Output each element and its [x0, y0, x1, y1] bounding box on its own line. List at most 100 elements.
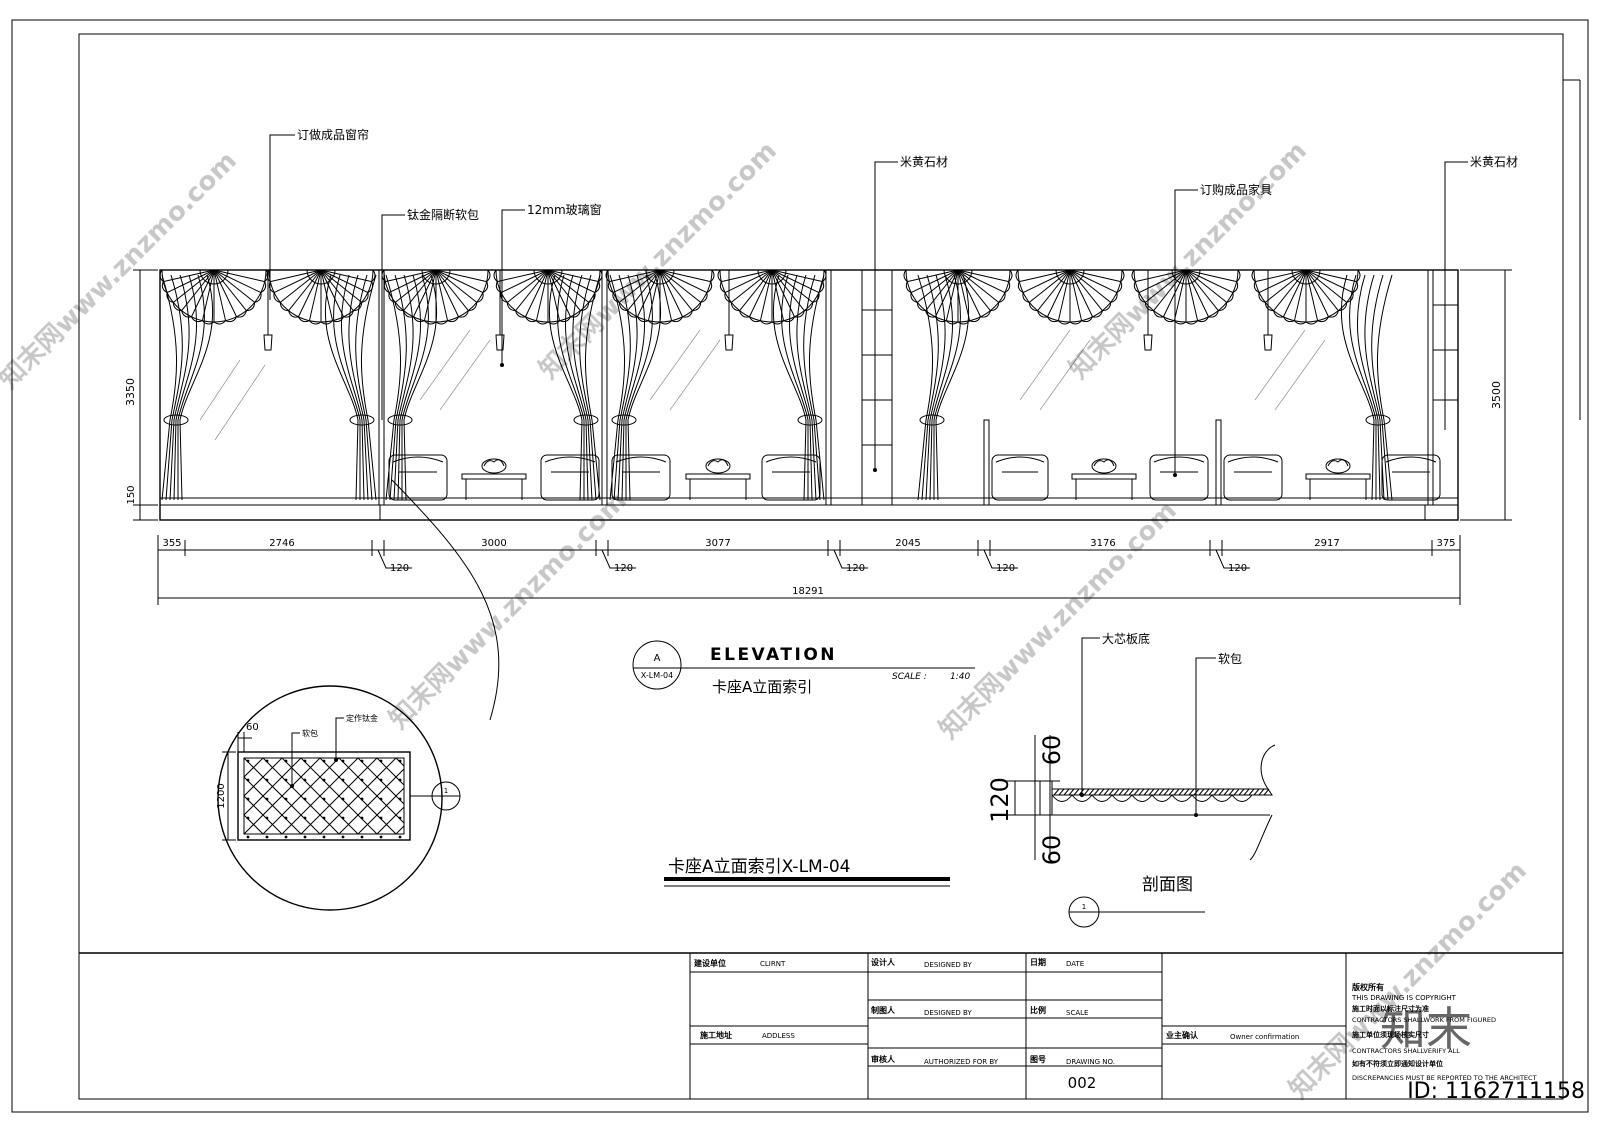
- valance-fan: [1015, 269, 1125, 325]
- elevation-title: ELEVATION: [710, 645, 837, 665]
- dim-total: 18291: [792, 586, 824, 597]
- tb-drawing-no-value: 002: [1068, 1074, 1097, 1092]
- curtain-drape: [609, 274, 662, 501]
- detail-callout-leader: [391, 479, 500, 721]
- sofa: [1381, 454, 1441, 501]
- tb-copyright-line-6: CONTRACTORS SHALLVERIFY ALL: [1352, 1047, 1460, 1055]
- watermark-5: 知末网www.znzmo.com: [934, 496, 1183, 745]
- tb-drawing-no-cn: 图号: [1030, 1055, 1046, 1064]
- watermark-2: 知末网www.znzmo.com: [534, 136, 783, 385]
- symbol-reference: X-LM-04: [641, 671, 673, 680]
- dim-segment-7: 2917: [1314, 538, 1339, 549]
- coffee-table: [685, 458, 751, 500]
- sofa: [761, 454, 821, 501]
- annotation-glass-window: 12mm玻璃窗: [527, 203, 602, 217]
- elevation-title-block: A X-LM-04 ELEVATION 卡座A立面索引 SCALE : 1:40: [632, 640, 975, 696]
- tb-date-cn: 日期: [1030, 957, 1046, 967]
- valance-fan: [717, 269, 827, 325]
- annotation-titanium-partition: 钛金隔断软包: [407, 207, 479, 222]
- sofa: [1149, 454, 1209, 501]
- detail-label-fabric: 软包: [302, 728, 318, 738]
- tassel: [1263, 270, 1273, 351]
- valance-fan: [381, 269, 491, 325]
- tb-drafter-en: DESIGNED BY: [924, 1009, 972, 1017]
- tb-reviewer-en: AUTHORIZED FOR BY: [924, 1058, 999, 1066]
- dim-gap-5: 120: [1228, 563, 1247, 574]
- dim-gap-4: 120: [996, 563, 1015, 574]
- curtain-drape: [161, 274, 214, 501]
- tassel: [495, 270, 505, 351]
- symbol-letter: A: [654, 653, 661, 664]
- elevation-subtitle: 卡座A立面索引: [712, 678, 812, 696]
- sofa: [991, 454, 1049, 501]
- curtain-valances: [159, 269, 1361, 325]
- section-label-board: 大芯板底: [1102, 631, 1150, 646]
- furniture: [388, 454, 1441, 501]
- valance-fan: [159, 269, 269, 325]
- detail-label-titanium: 定作钛金: [346, 713, 378, 723]
- dim-height-right: 3500: [1490, 381, 1503, 409]
- scale-value: 1:40: [950, 672, 970, 682]
- watermark-brand: 知末: [1380, 1002, 1472, 1056]
- sofa: [388, 454, 448, 501]
- plywood-hatch: [1053, 788, 1270, 796]
- section-symbol-circle: [632, 640, 682, 690]
- tb-designer-en: DESIGNED BY: [924, 961, 972, 969]
- height-dimension-right: 3500: [1460, 269, 1512, 521]
- tb-scale-cn: 比例: [1030, 1005, 1046, 1015]
- panel-frame-inner: [243, 757, 405, 835]
- dim-gap-3: 120: [846, 563, 865, 574]
- tb-copyright-line-2: THIS DRAWING IS COPYRIGHT: [1351, 994, 1457, 1002]
- tb-copyright-line-4: CONTRACTORS SHALLWORK FROM FIGURED: [1352, 1016, 1496, 1024]
- annotation-leaders: 订做成品窗帘 钛金隔断软包 12mm玻璃窗 米黄石材 订购成品家具 米黄石材: [269, 127, 1518, 477]
- watermark-4: 知末网www.znzmo.com: [384, 486, 633, 735]
- detail-dim-top: 60: [246, 722, 259, 733]
- coffee-table: [1071, 458, 1137, 500]
- width-dimension-chain: 355 2746 3000 3077 2045 3176 2917 375 12…: [157, 535, 1461, 605]
- dim-height-total: 3350: [124, 378, 137, 406]
- tb-client-cn: 建设单位: [693, 958, 726, 968]
- tassel: [263, 270, 273, 351]
- sofa: [540, 454, 600, 501]
- tb-scale-en: SCALE: [1066, 1009, 1088, 1017]
- detail-dim-left: 1200: [216, 783, 227, 808]
- curtain-drape: [385, 274, 438, 501]
- tb-copyright-line-8: DISCREPANCIES MUST BE REPORTED TO THE AR…: [1352, 1074, 1537, 1082]
- tb-copyright-line-1: 版权所有: [1351, 982, 1384, 992]
- curtain-drape: [917, 274, 970, 501]
- dim-height-base: 150: [126, 485, 137, 504]
- tb-owner-cn: 业主确认: [1166, 1030, 1199, 1040]
- tb-copyright-line-5: 施工单位须现场核实尺寸: [1352, 1030, 1429, 1039]
- dim-segment-3: 3000: [481, 538, 506, 549]
- tassel: [724, 270, 734, 351]
- tb-drawing-no-en: DRAWING NO.: [1066, 1058, 1115, 1066]
- sofa: [611, 454, 671, 501]
- dim-segment-5: 2045: [895, 538, 920, 549]
- tb-owner-en: Owner confirmation: [1230, 1033, 1299, 1041]
- sheet-frame: [11, 19, 1589, 1113]
- curtain-drape: [548, 274, 601, 501]
- section-title: 剖面图: [1142, 875, 1193, 895]
- tb-client-en: CLIRNT: [760, 960, 786, 968]
- curtain-drape: [324, 274, 377, 501]
- annotation-stone-1: 米黄石材: [900, 155, 948, 169]
- detail-section-symbol: 1: [444, 787, 448, 795]
- elevation-drawing: 3350 150 3500 355: [124, 127, 1518, 721]
- section-detail: 120 60 60 大芯板底 软包 剖面图 1: [986, 631, 1276, 928]
- coffee-table: [1305, 458, 1371, 500]
- watermark-id: ID: 1162711158: [1407, 1079, 1585, 1104]
- tb-copyright-line-7: 如有不符须立即通知设计单位: [1352, 1059, 1443, 1068]
- partition-posts: [378, 269, 1434, 506]
- dim-segment-2: 2746: [269, 538, 294, 549]
- section-label-fabric: 软包: [1218, 652, 1242, 666]
- quilted-pattern: [243, 757, 405, 839]
- scale-label: SCALE :: [892, 672, 927, 682]
- section-dim-top: 60: [1038, 735, 1066, 766]
- section-dim-mid: 120: [986, 777, 1014, 823]
- height-dimension-left: 3350 150: [124, 269, 158, 521]
- watermark-3: 知末网www.znzmo.com: [1064, 136, 1313, 385]
- detail-callout: 60 1200 软包 定作钛金 1 卡座A立面索引X-LM-04: [216, 685, 950, 911]
- detail-circle: [217, 685, 443, 911]
- valance-fan: [903, 269, 1013, 325]
